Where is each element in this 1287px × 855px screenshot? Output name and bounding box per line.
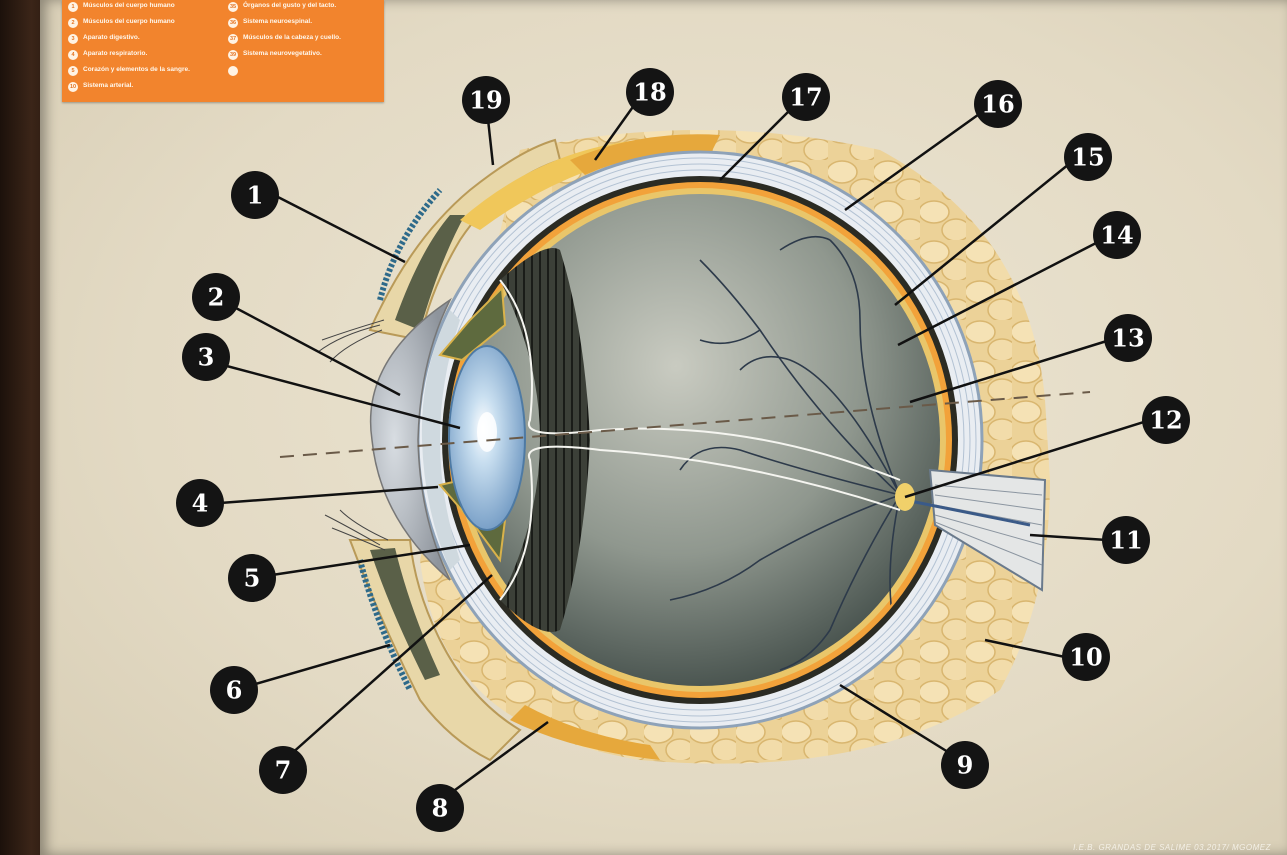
central-retinal-artery: [904, 498, 1031, 527]
badge-19: 19: [462, 76, 510, 124]
badge-number: 7: [275, 756, 292, 785]
legend-item: 35 Órganos del gusto y del tacto.: [228, 2, 378, 12]
retinal-vessels: [669, 235, 901, 671]
badge-15: 15: [1064, 133, 1112, 181]
zonule-fibers: [499, 279, 901, 601]
badge-9: 9: [941, 741, 989, 789]
badge-8: 8: [416, 784, 464, 832]
legend-item: 2 Músculos del cuerpo humano: [68, 18, 218, 28]
legend-item: [228, 66, 378, 76]
legend-text: Músculos de la cabeza y cuello.: [243, 34, 341, 41]
badge-number: 8: [432, 794, 449, 823]
legend-number: 4: [68, 50, 78, 60]
upper-eyelid-muscle: [395, 215, 465, 330]
ciliary-body: [500, 248, 590, 632]
badge-18: 18: [626, 68, 674, 116]
iris-upper: [438, 285, 507, 362]
badge-number: 15: [1071, 143, 1104, 172]
legend-text: Sistema neuroespinal.: [243, 18, 312, 25]
badge-number: 10: [1069, 643, 1102, 672]
badge-17: 17: [782, 73, 830, 121]
legend-item: 5 Corazón y elementos de la sangre.: [68, 66, 218, 76]
badge-12: 12: [1142, 396, 1190, 444]
lens-nucleus: [477, 412, 497, 452]
badge-number: 2: [208, 283, 225, 312]
superior-rectus-muscle: [570, 134, 720, 175]
badge-number: 9: [957, 751, 974, 780]
badge-number: 17: [789, 83, 822, 112]
badge-13: 13: [1104, 314, 1152, 362]
legend-text: Músculos del cuerpo humano: [83, 2, 175, 9]
vitreous-body: [460, 194, 940, 686]
badge-1: 1: [231, 171, 279, 219]
badge-number: 4: [192, 489, 209, 518]
badge-number: 19: [469, 86, 502, 115]
badge-16: 16: [974, 80, 1022, 128]
badge-7: 7: [259, 746, 307, 794]
legend-text: Aparato respiratorio.: [83, 50, 148, 57]
legend-item: 3 Aparato digestivo.: [68, 34, 218, 44]
visual-axis-line: [279, 391, 1091, 458]
lower-eyelashes: [324, 509, 389, 551]
badge-number: 11: [1109, 526, 1142, 555]
badge-number: 3: [198, 343, 215, 372]
legend-item: 36 Sistema neuroespinal.: [228, 18, 378, 28]
badge-3: 3: [182, 333, 230, 381]
badge-number: 6: [226, 676, 243, 705]
badge-2: 2: [192, 273, 240, 321]
badge-number: 16: [981, 90, 1014, 119]
legend-number: 36: [228, 18, 238, 28]
badge-number: 12: [1149, 406, 1182, 435]
anterior-chamber: [421, 310, 460, 570]
badge-number: 13: [1111, 324, 1144, 353]
legend-number: 39: [228, 50, 238, 60]
legend-number: 2: [68, 18, 78, 28]
legend-number: [228, 66, 238, 76]
leader-lines: [219, 103, 1151, 792]
photo-credit: I.E.B. GRANDAS DE SALIME 03.2017/ MGOMEZ: [1073, 843, 1271, 852]
legend-number: 35: [228, 2, 238, 12]
badge-number: 18: [633, 78, 666, 107]
legend-text: Músculos del cuerpo humano: [83, 18, 175, 25]
badge-number: 14: [1100, 221, 1133, 250]
badge-5: 5: [228, 554, 276, 602]
badge-number: 1: [247, 181, 264, 210]
badge-10: 10: [1062, 633, 1110, 681]
legend-number: 37: [228, 34, 238, 44]
badge-6: 6: [210, 666, 258, 714]
badge-14: 14: [1093, 211, 1141, 259]
legend-number: 3: [68, 34, 78, 44]
badge-11: 11: [1102, 516, 1150, 564]
legend-item: 39 Sistema neurovegetativo.: [228, 50, 378, 60]
lower-eyelid-muscle: [370, 548, 440, 680]
badge-4: 4: [176, 479, 224, 527]
legend-text: Órganos del gusto y del tacto.: [243, 2, 337, 9]
legend-item: 4 Aparato respiratorio.: [68, 50, 218, 60]
legend-item: 10 Sistema arterial.: [68, 82, 218, 92]
legend-text: Aparato digestivo.: [83, 34, 140, 41]
legend-text: Sistema neurovegetativo.: [243, 50, 322, 57]
inferior-rectus-muscle: [510, 705, 660, 760]
legend-number: 1: [68, 2, 78, 12]
legend-text: Corazón y elementos de la sangre.: [83, 66, 190, 73]
upper-tarsal-glands: [377, 187, 443, 301]
badge-number: 5: [244, 564, 261, 593]
legend-item: 1 Músculos del cuerpo humano: [68, 2, 218, 12]
legend-number: 10: [68, 82, 78, 92]
legend-number: 5: [68, 66, 78, 76]
lower-tarsal-glands: [357, 559, 413, 692]
legend-item: 37 Músculos de la cabeza y cuello.: [228, 34, 378, 44]
cornea: [369, 297, 452, 581]
legend-text: Sistema arterial.: [83, 82, 134, 89]
